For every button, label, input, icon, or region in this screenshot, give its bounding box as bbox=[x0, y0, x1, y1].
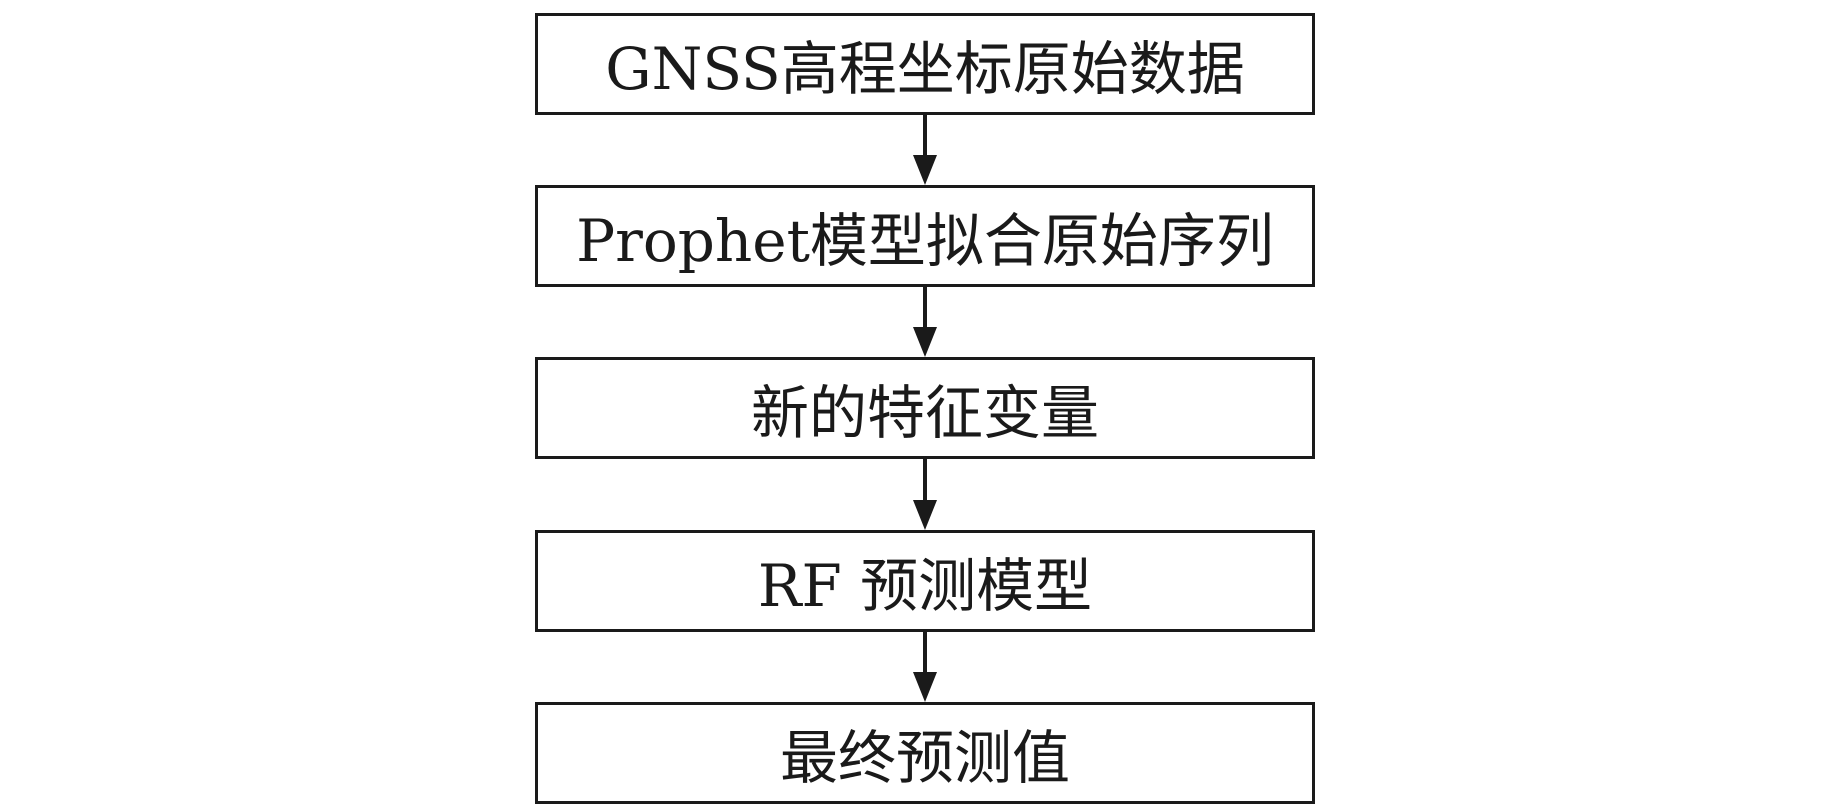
arrow-head bbox=[913, 155, 937, 185]
step-label: 最终预测值 bbox=[779, 724, 1070, 792]
arrow-head bbox=[913, 672, 937, 702]
arrow-shaft bbox=[923, 115, 927, 157]
step-box-final-prediction: 最终预测值 bbox=[535, 702, 1315, 804]
step-box-feature-variables: 新的特征变量 bbox=[535, 357, 1315, 459]
step-label: Prophet模型拟合原始序列 bbox=[576, 207, 1274, 275]
step-box-prophet-fit: Prophet模型拟合原始序列 bbox=[535, 185, 1315, 287]
arrow-down-icon bbox=[913, 287, 937, 357]
arrow-down-icon bbox=[913, 459, 937, 530]
arrow-down-icon bbox=[913, 632, 937, 702]
step-label: RF 预测模型 bbox=[757, 552, 1093, 620]
arrow-head bbox=[913, 500, 937, 530]
arrow-shaft bbox=[923, 287, 927, 329]
step-box-rf-model: RF 预测模型 bbox=[535, 530, 1315, 632]
arrow-down-icon bbox=[913, 115, 937, 185]
arrow-head bbox=[913, 327, 937, 357]
arrow-shaft bbox=[923, 632, 927, 674]
arrow-shaft bbox=[923, 459, 927, 501]
step-box-raw-data: GNSS高程坐标原始数据 bbox=[535, 13, 1315, 115]
step-label: 新的特征变量 bbox=[750, 379, 1099, 447]
step-label: GNSS高程坐标原始数据 bbox=[605, 35, 1245, 103]
